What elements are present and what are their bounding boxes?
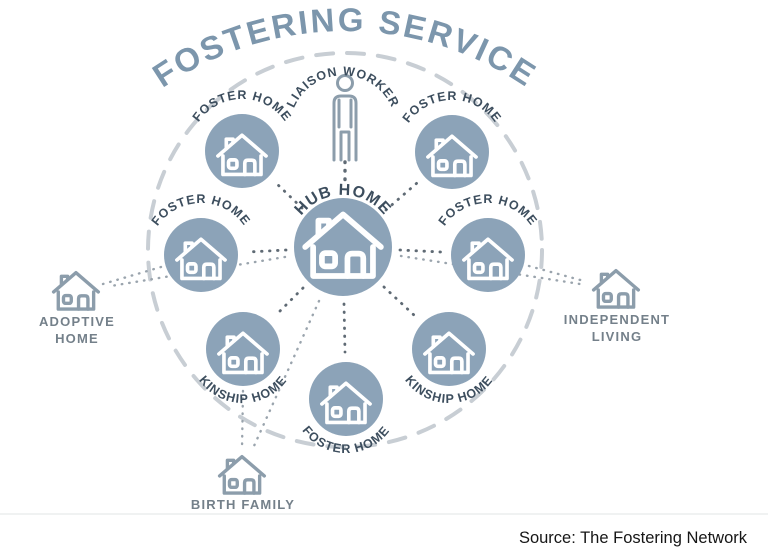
connector-hub-lower-right: [382, 285, 417, 318]
liaison-worker-label: LIAISON WORKER: [284, 64, 402, 110]
connector-hub-lower-left: [274, 286, 305, 317]
connector-hub-bottom: [342, 302, 347, 354]
birth-family-label: BIRTH FAMILY: [191, 497, 295, 512]
node-circle: [451, 218, 525, 292]
node-circle: [206, 312, 280, 386]
hub-connectors: [246, 160, 443, 354]
diagram-title-text: FOSTERING SERVICE: [146, 1, 541, 94]
connector-hub-upper-right: [384, 181, 419, 212]
node-circle: [415, 115, 489, 189]
independent-living-label-line1: INDEPENDENT: [564, 312, 670, 327]
node-circle: [412, 312, 486, 386]
diagram-title: FOSTERING SERVICE: [146, 1, 544, 94]
connector-foster-adoptive: [101, 265, 163, 286]
node-circle: [205, 114, 279, 188]
house-outline-icon: [51, 270, 101, 311]
connector-hub-left: [246, 248, 288, 254]
node-foster-home-bottom: FOSTER HOME: [300, 362, 391, 456]
node-foster-home-upper-left: FOSTER HOME: [190, 88, 293, 188]
node-circle: [164, 218, 238, 292]
connector-hub-adoptive: [109, 255, 287, 288]
node-circle: [309, 362, 383, 436]
connector-kinship-birth: [240, 389, 245, 451]
node-foster-home-upper-right: FOSTER HOME: [400, 89, 503, 189]
connector-foster-independent: [527, 264, 586, 283]
adoptive-home-label-line1: ADOPTIVE: [39, 314, 115, 329]
connector-hub-right: [398, 248, 443, 254]
adoptive-home-label-line2: HOME: [55, 331, 99, 346]
node-kinship-home-lower-right: KINSHIP HOME: [402, 312, 495, 406]
person-icon: [332, 74, 358, 162]
node-foster-home-right: FOSTER HOME: [436, 192, 539, 292]
node-hub-home: HUB HOME: [292, 182, 393, 296]
node-liaison-worker: LIAISON WORKER: [284, 64, 402, 162]
source-credit: Source: The Fostering Network: [519, 529, 748, 547]
independent-living-label-line2: LIVING: [592, 329, 643, 344]
node-adoptive-home: ADOPTIVE HOME: [39, 270, 115, 346]
dashed-ring: [146, 51, 544, 449]
node-independent-living: INDEPENDENT LIVING: [564, 268, 670, 344]
house-outline-icon: [217, 454, 267, 495]
node-birth-family: BIRTH FAMILY: [191, 454, 295, 512]
house-outline-icon: [591, 268, 641, 309]
node-foster-home-left: FOSTER HOME: [149, 192, 252, 292]
